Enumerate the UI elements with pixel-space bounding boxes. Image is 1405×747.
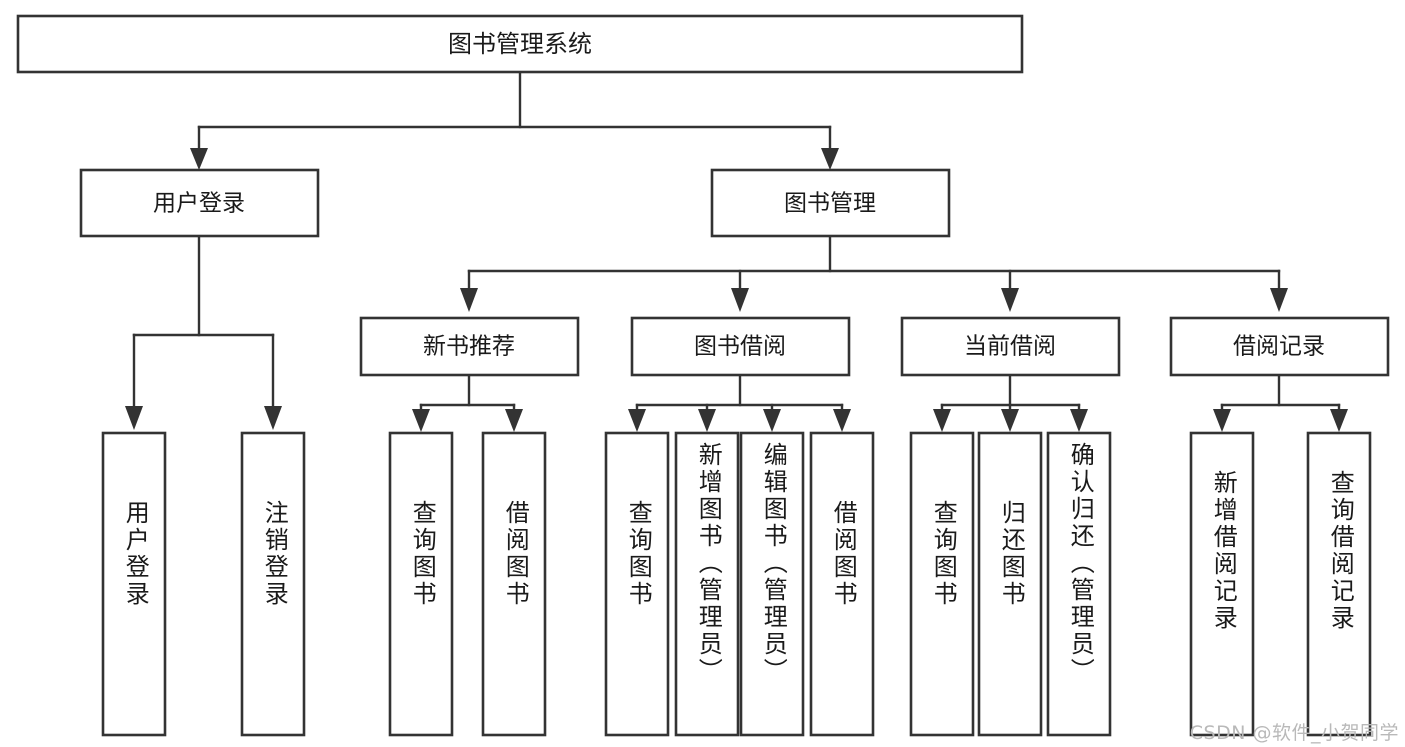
arrow-userlogin-leaf2	[264, 406, 282, 430]
node-root-label: 图书管理系统	[448, 30, 592, 58]
node-book-management-label: 图书管理	[784, 191, 876, 217]
node-leaf-user-login[interactable]	[101, 431, 167, 737]
node-leaf-cb-confirm-return-admin[interactable]	[1046, 431, 1112, 737]
node-current-borrow-label: 当前借阅	[964, 334, 1056, 360]
node-root-book-management-system[interactable]	[16, 14, 1024, 74]
arrow-to-borrow-record	[1270, 288, 1288, 312]
node-leaf-bb-query-book[interactable]	[604, 431, 670, 737]
node-user-login-label: 用户登录	[153, 191, 245, 217]
arrow-userlogin-leaf1	[125, 406, 143, 430]
node-book-borrow[interactable]	[630, 316, 851, 377]
arrow-to-new-book	[460, 288, 478, 312]
node-leaf-nb-borrow-book[interactable]	[481, 431, 547, 737]
node-layer: 图书管理系统 用户登录 图书管理 新书推荐 图书借阅 当前借阅 借阅记录	[16, 14, 1390, 737]
arrow-currentborrow-leaf1	[933, 409, 951, 432]
arrow-currentborrow-leaf3	[1070, 409, 1088, 432]
node-book-borrow-label: 图书借阅	[694, 334, 786, 360]
node-borrow-record[interactable]	[1169, 316, 1390, 377]
csdn-watermark: CSDN @软件_小贺同学	[1189, 722, 1399, 744]
arrow-newbook-leaf2	[505, 409, 523, 432]
node-leaf-user-logout[interactable]	[240, 431, 306, 737]
node-new-book-recommend-label: 新书推荐	[423, 334, 515, 360]
connector-layer	[125, 70, 1348, 432]
node-leaf-bb-borrow-book[interactable]	[809, 431, 875, 737]
node-leaf-cb-return-book[interactable]	[977, 431, 1043, 737]
node-book-management[interactable]	[710, 168, 951, 238]
node-user-login[interactable]	[79, 168, 320, 238]
arrow-currentborrow-leaf2	[1001, 409, 1019, 432]
node-leaf-bb-edit-book-admin[interactable]	[739, 431, 805, 737]
arrow-to-book-manage	[821, 148, 839, 170]
node-new-book-recommend[interactable]	[359, 316, 580, 377]
arrow-bookborrow-leaf1	[628, 409, 646, 432]
node-leaf-cb-query-book[interactable]	[909, 431, 975, 737]
arrow-bookborrow-leaf3	[763, 409, 781, 432]
node-leaf-br-query-record[interactable]	[1306, 431, 1372, 737]
node-leaf-br-add-record[interactable]	[1189, 431, 1255, 737]
node-borrow-record-label: 借阅记录	[1233, 334, 1325, 360]
node-leaf-nb-query-book[interactable]	[388, 431, 454, 737]
node-leaf-bb-add-book-admin[interactable]	[674, 431, 740, 737]
arrow-to-current-borrow	[1001, 288, 1019, 312]
arrow-newbook-leaf1	[412, 409, 430, 432]
arrow-bookborrow-leaf4	[833, 409, 851, 432]
arrow-bookborrow-leaf2	[698, 409, 716, 432]
arrow-borrowrecord-leaf1	[1213, 409, 1231, 432]
arrow-to-book-borrow	[731, 288, 749, 312]
arrow-borrowrecord-leaf2	[1330, 409, 1348, 432]
node-current-borrow[interactable]	[900, 316, 1121, 377]
arrow-to-user-login	[190, 148, 208, 170]
